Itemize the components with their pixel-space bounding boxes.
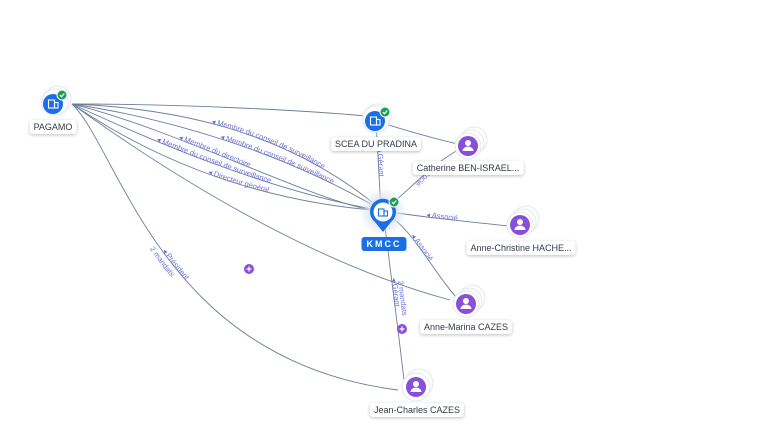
person-node-anne-marina[interactable] xyxy=(452,284,486,318)
person-node-jean-charles[interactable] xyxy=(401,368,434,402)
building-icon xyxy=(369,116,381,126)
expand-plus-icon[interactable] xyxy=(397,324,407,334)
expand-plus-icon[interactable] xyxy=(244,264,254,274)
company-node-pagamo[interactable] xyxy=(38,85,72,119)
edge-label-count: 2 mandats xyxy=(396,280,409,316)
edge-label: ◂ Associé xyxy=(426,210,458,223)
node-label-pagamo[interactable]: PAGAMO xyxy=(29,120,77,134)
person-node-catherine[interactable] xyxy=(454,126,488,160)
person-icon xyxy=(462,140,474,151)
edge-label: ◂ Gérant xyxy=(390,277,403,308)
edge-label: ◂ Gérant xyxy=(376,148,387,178)
edge-label: ◂ Associé xyxy=(409,232,435,263)
building-icon xyxy=(377,208,389,217)
node-label-anne-christine[interactable]: Anne-Christine HACHE... xyxy=(466,241,576,255)
verified-check-icon xyxy=(56,89,68,101)
node-label-kmcc[interactable]: KMCC xyxy=(361,237,407,251)
person-node-anne-christine[interactable] xyxy=(506,205,540,239)
company-node-kmcc-focus[interactable] xyxy=(359,188,407,236)
building-icon xyxy=(47,99,59,109)
node-label-catherine[interactable]: Catherine BEN-ISRAEL... xyxy=(412,161,524,175)
node-label-jean-charles[interactable]: Jean-Charles CAZES xyxy=(369,403,465,417)
company-node-scea-du-pradina[interactable] xyxy=(359,102,393,136)
person-icon xyxy=(460,298,472,309)
person-icon xyxy=(514,219,526,230)
node-label-scea-du-pradina[interactable]: SCEA DU PRADINA xyxy=(330,137,422,151)
edge-pagamo-scea xyxy=(71,103,367,117)
person-icon xyxy=(410,381,422,392)
node-label-anne-marina[interactable]: Anne-Marina CAZES xyxy=(419,320,513,334)
verified-check-icon xyxy=(379,106,391,118)
verified-check-icon xyxy=(388,196,400,208)
